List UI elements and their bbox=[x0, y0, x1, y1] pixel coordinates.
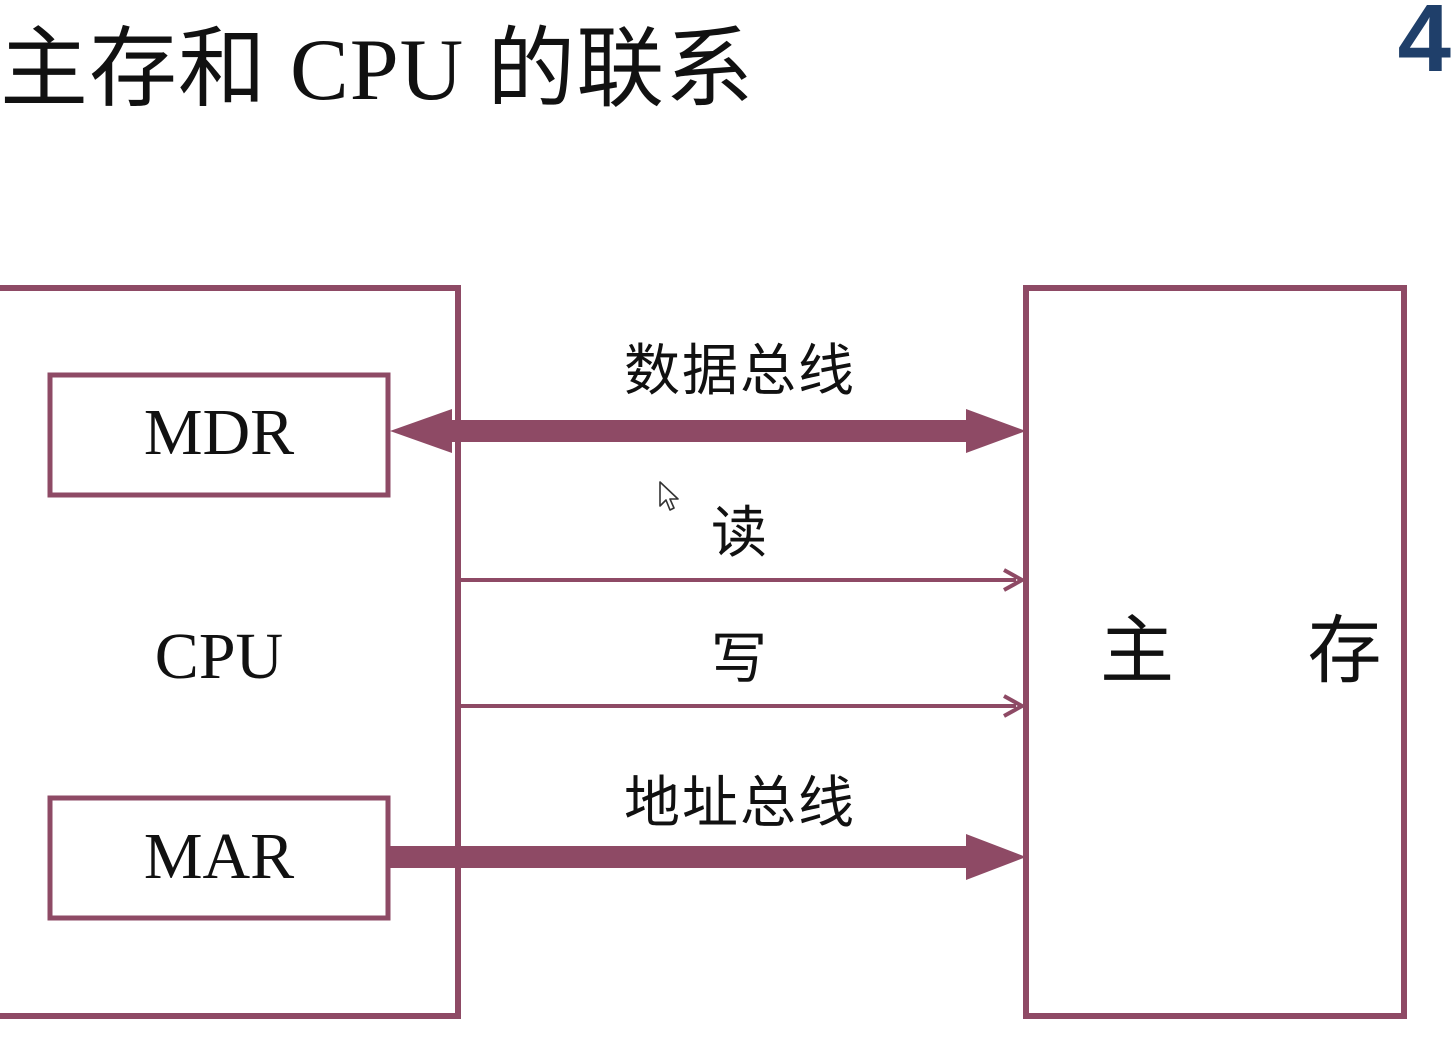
data-bus-label: 数据总线 bbox=[624, 339, 856, 404]
write-signal-arrow bbox=[458, 694, 1027, 718]
memory-box bbox=[1023, 285, 1407, 1019]
read-signal-arrow bbox=[458, 568, 1027, 592]
mouse-pointer-icon bbox=[658, 480, 682, 519]
cpu-box bbox=[0, 285, 461, 1019]
read-label: 读 bbox=[711, 501, 769, 566]
mdr-label: MDR bbox=[143, 396, 295, 469]
memory-label: 主 存 bbox=[1100, 608, 1422, 694]
address-bus-arrow bbox=[388, 834, 1026, 880]
page-number: 4 bbox=[1397, 0, 1451, 92]
cpu-label: CPU bbox=[154, 620, 284, 693]
page-title: 主存和 CPU 的联系 bbox=[0, 22, 755, 119]
data-bus-arrow bbox=[390, 409, 1026, 453]
address-bus-label: 地址总线 bbox=[624, 771, 856, 836]
mdr-box bbox=[47, 372, 391, 498]
mar-label: MAR bbox=[143, 820, 295, 893]
write-label: 写 bbox=[711, 627, 769, 692]
